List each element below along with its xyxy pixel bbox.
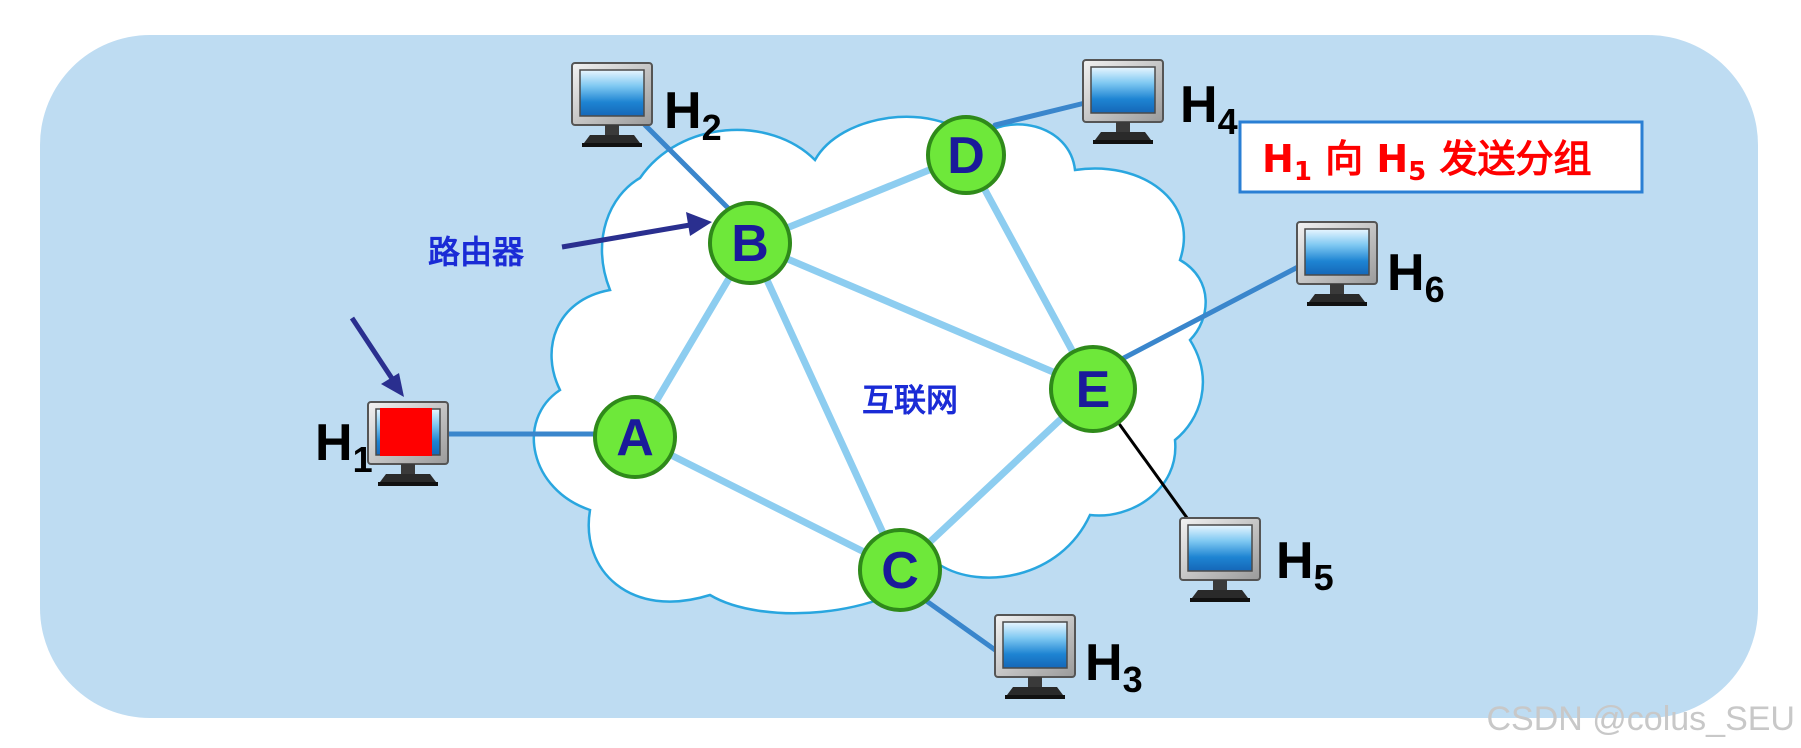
router-d: D <box>926 115 1006 195</box>
link-d-e <box>962 151 1097 393</box>
host-h6-label: H6 <box>1387 244 1445 310</box>
host-h4-label: H4 <box>1180 76 1238 142</box>
router-d-label: D <box>947 127 985 185</box>
router-e: E <box>1049 345 1137 433</box>
link-c-e <box>896 385 1097 574</box>
packet-icon <box>380 408 432 456</box>
router-c-label: C <box>881 542 919 600</box>
internet-caption: 互联网 <box>862 381 958 419</box>
router-b-label: B <box>731 215 769 273</box>
link-h2-b <box>642 122 733 213</box>
host-h2-label: H2 <box>664 82 722 148</box>
host-h1-label: H1 <box>315 414 373 480</box>
svg-text:H1 向 H5 发送分组: H1 向 H5 发送分组 <box>1262 137 1592 187</box>
router-caption: 路由器 <box>428 233 525 271</box>
router-c: C <box>858 528 942 612</box>
router-e-label: E <box>1076 361 1111 419</box>
router-a-label: A <box>616 409 654 467</box>
link-h5-e <box>1118 423 1192 524</box>
host-h5-label: H5 <box>1276 532 1334 598</box>
packet-arrow-icon <box>349 316 404 397</box>
host-links <box>437 100 1301 655</box>
link-b-e <box>746 239 1097 393</box>
watermark: CSDN @colus_SEU <box>1487 700 1796 738</box>
router-a: A <box>593 395 677 479</box>
link-b-c <box>746 239 904 574</box>
router-arrow-icon <box>561 212 712 250</box>
link-a-c <box>631 433 904 574</box>
title-box: H1 向 H5 发送分组 <box>1238 120 1644 194</box>
router-b: B <box>708 201 792 285</box>
link-h4-d <box>992 100 1088 128</box>
link-h3-c <box>922 597 1001 655</box>
link-h6-e <box>1117 264 1301 363</box>
host-h3-label: H3 <box>1085 634 1143 700</box>
